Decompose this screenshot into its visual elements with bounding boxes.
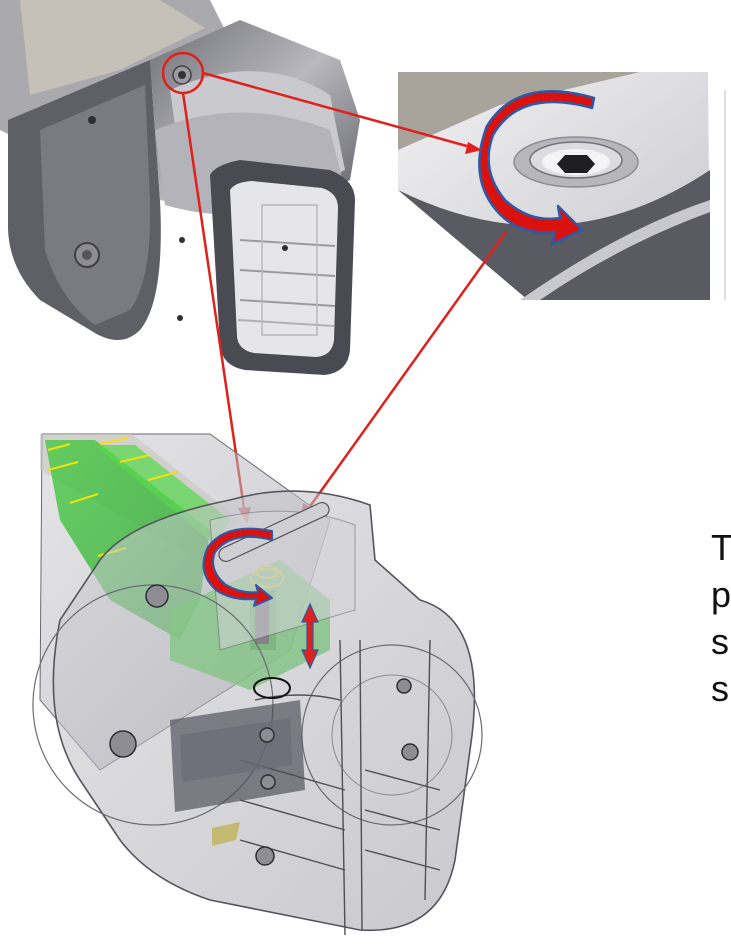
top-arm-part [0,0,360,375]
zoom-inset [398,72,710,300]
caption-line: T [711,527,731,568]
rotate-arrow-icon [202,527,273,607]
bottom-transparent-assembly [32,433,483,936]
caption-line: s [711,668,729,709]
caption-line: s [711,621,729,662]
caption-line: p [711,574,731,615]
up-down-arrow-icon [301,602,319,670]
caption-text: T p s s [711,524,731,712]
rotate-arrow-icon [478,90,596,246]
